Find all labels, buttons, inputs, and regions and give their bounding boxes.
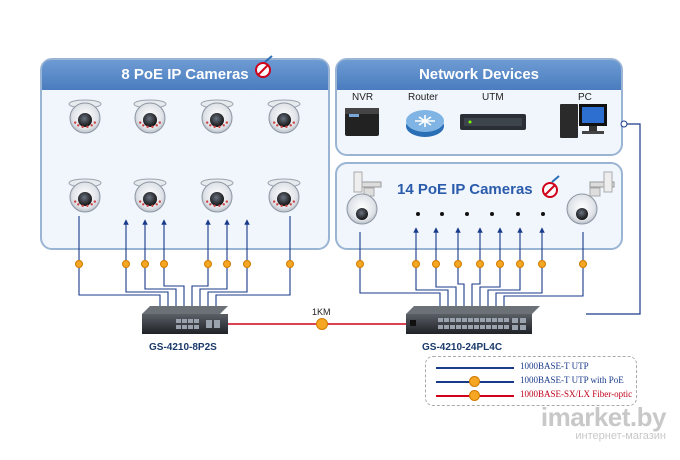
dome-camera [68, 178, 102, 213]
poe-dot [454, 260, 462, 268]
poe-dot [579, 260, 587, 268]
pc-label: PC [578, 92, 592, 103]
poe-dot [286, 260, 294, 268]
poe-dot [204, 260, 212, 268]
poe-dot [412, 260, 420, 268]
utm-label: UTM [482, 92, 504, 103]
left-switch-model: GS-4210-8P2S [149, 342, 217, 353]
poe-dot [75, 260, 83, 268]
devices-panel-title-text: Network Devices [418, 66, 540, 83]
utp-cable [455, 227, 465, 310]
watermark-main: imarket.by [540, 402, 667, 432]
left-camera-panel: 8 PoE IP Cameras [40, 58, 330, 250]
dome-camera [200, 178, 234, 213]
switch-gs-4210-8p2s [142, 306, 228, 334]
legend-row-fiber: 1000BASE-SX/LX Fiber-optic [436, 389, 632, 401]
dome-camera [267, 99, 301, 134]
utp-cable [207, 219, 250, 310]
utp-cable [503, 232, 584, 310]
fiber-distance-label: 1KM [312, 307, 331, 317]
left-panel-title-text: 8 PoE IP Cameras [121, 66, 249, 83]
utp-cable [142, 219, 177, 310]
poe-dot [141, 260, 149, 268]
legend-fiber-dot [469, 390, 480, 401]
speed-dome-camera-left [346, 171, 382, 225]
utp-cable [199, 219, 230, 310]
legend-poe-dot [469, 376, 480, 387]
dome-camera-group [68, 99, 301, 213]
fiber-link-poe-dot [316, 318, 328, 330]
uplink-cable [586, 123, 641, 315]
poe-dot [496, 260, 504, 268]
nvr-label: NVR [352, 92, 374, 103]
watermark-sub: интернет-магазин [575, 430, 666, 442]
legend: 1000BASE-T UTP 1000BASE-T UTP with PoE 1… [425, 356, 637, 406]
right-panel-title: 14 PoE IP Cameras [397, 181, 533, 198]
utp-cable [433, 227, 457, 310]
utp-cable [123, 219, 169, 310]
pc-icon [560, 104, 607, 138]
utp-cable [471, 227, 483, 310]
poe-dot [122, 260, 130, 268]
devices-panel-title: Network Devices [337, 60, 621, 90]
utp-cable [161, 219, 185, 310]
dome-camera [133, 178, 167, 213]
utm-icon [460, 114, 526, 130]
poe-dot [538, 260, 546, 268]
legend-text-utp-poe: 1000BASE-T UTP with PoE [520, 375, 624, 385]
right-panel-title-text: 14 PoE IP Cameras [397, 181, 533, 198]
utp-cable [479, 227, 503, 310]
router-icon [406, 110, 444, 137]
legend-text-fiber: 1000BASE-SX/LX Fiber-optic [520, 389, 633, 399]
switch-gs-4210-24pl4c [406, 306, 540, 334]
poe-dot [476, 260, 484, 268]
legend-row-utp-poe: 1000BASE-T UTP with PoE [436, 375, 632, 387]
poe-dot [243, 260, 251, 268]
legend-text-utp: 1000BASE-T UTP [520, 361, 589, 371]
dome-camera [267, 178, 301, 213]
legend-row-utp: 1000BASE-T UTP [436, 361, 632, 373]
cable-group [75, 216, 587, 310]
utp-cable [495, 227, 545, 310]
utp-cable [191, 219, 211, 310]
left-panel-title: 8 PoE IP Cameras [42, 60, 328, 90]
nvr-icon [345, 108, 379, 136]
poe-dot [516, 260, 524, 268]
uplink-port [620, 120, 628, 128]
right-switch-model: GS-4210-24PL4C [422, 342, 503, 353]
camera-ellipsis-dots [416, 212, 545, 216]
dome-camera [68, 99, 102, 134]
poe-dot [356, 260, 364, 268]
router-label: Router [408, 92, 439, 103]
utp-cable [78, 216, 161, 310]
utp-cable [215, 216, 291, 310]
poe-dot [223, 260, 231, 268]
speed-dome-camera-right [566, 171, 615, 225]
dome-camera [133, 99, 167, 134]
poe-dot [432, 260, 440, 268]
network-devices-panel: Network Devices [335, 58, 623, 156]
poe-dot [160, 260, 168, 268]
legend-line-utp [436, 367, 514, 369]
watermark: imarket.by интернет-магазин [540, 402, 667, 442]
no-power-badge-left [255, 55, 273, 78]
utp-cable [413, 227, 449, 310]
no-power-badge-right [542, 175, 560, 198]
dome-camera [200, 99, 234, 134]
utp-cable [359, 232, 441, 310]
